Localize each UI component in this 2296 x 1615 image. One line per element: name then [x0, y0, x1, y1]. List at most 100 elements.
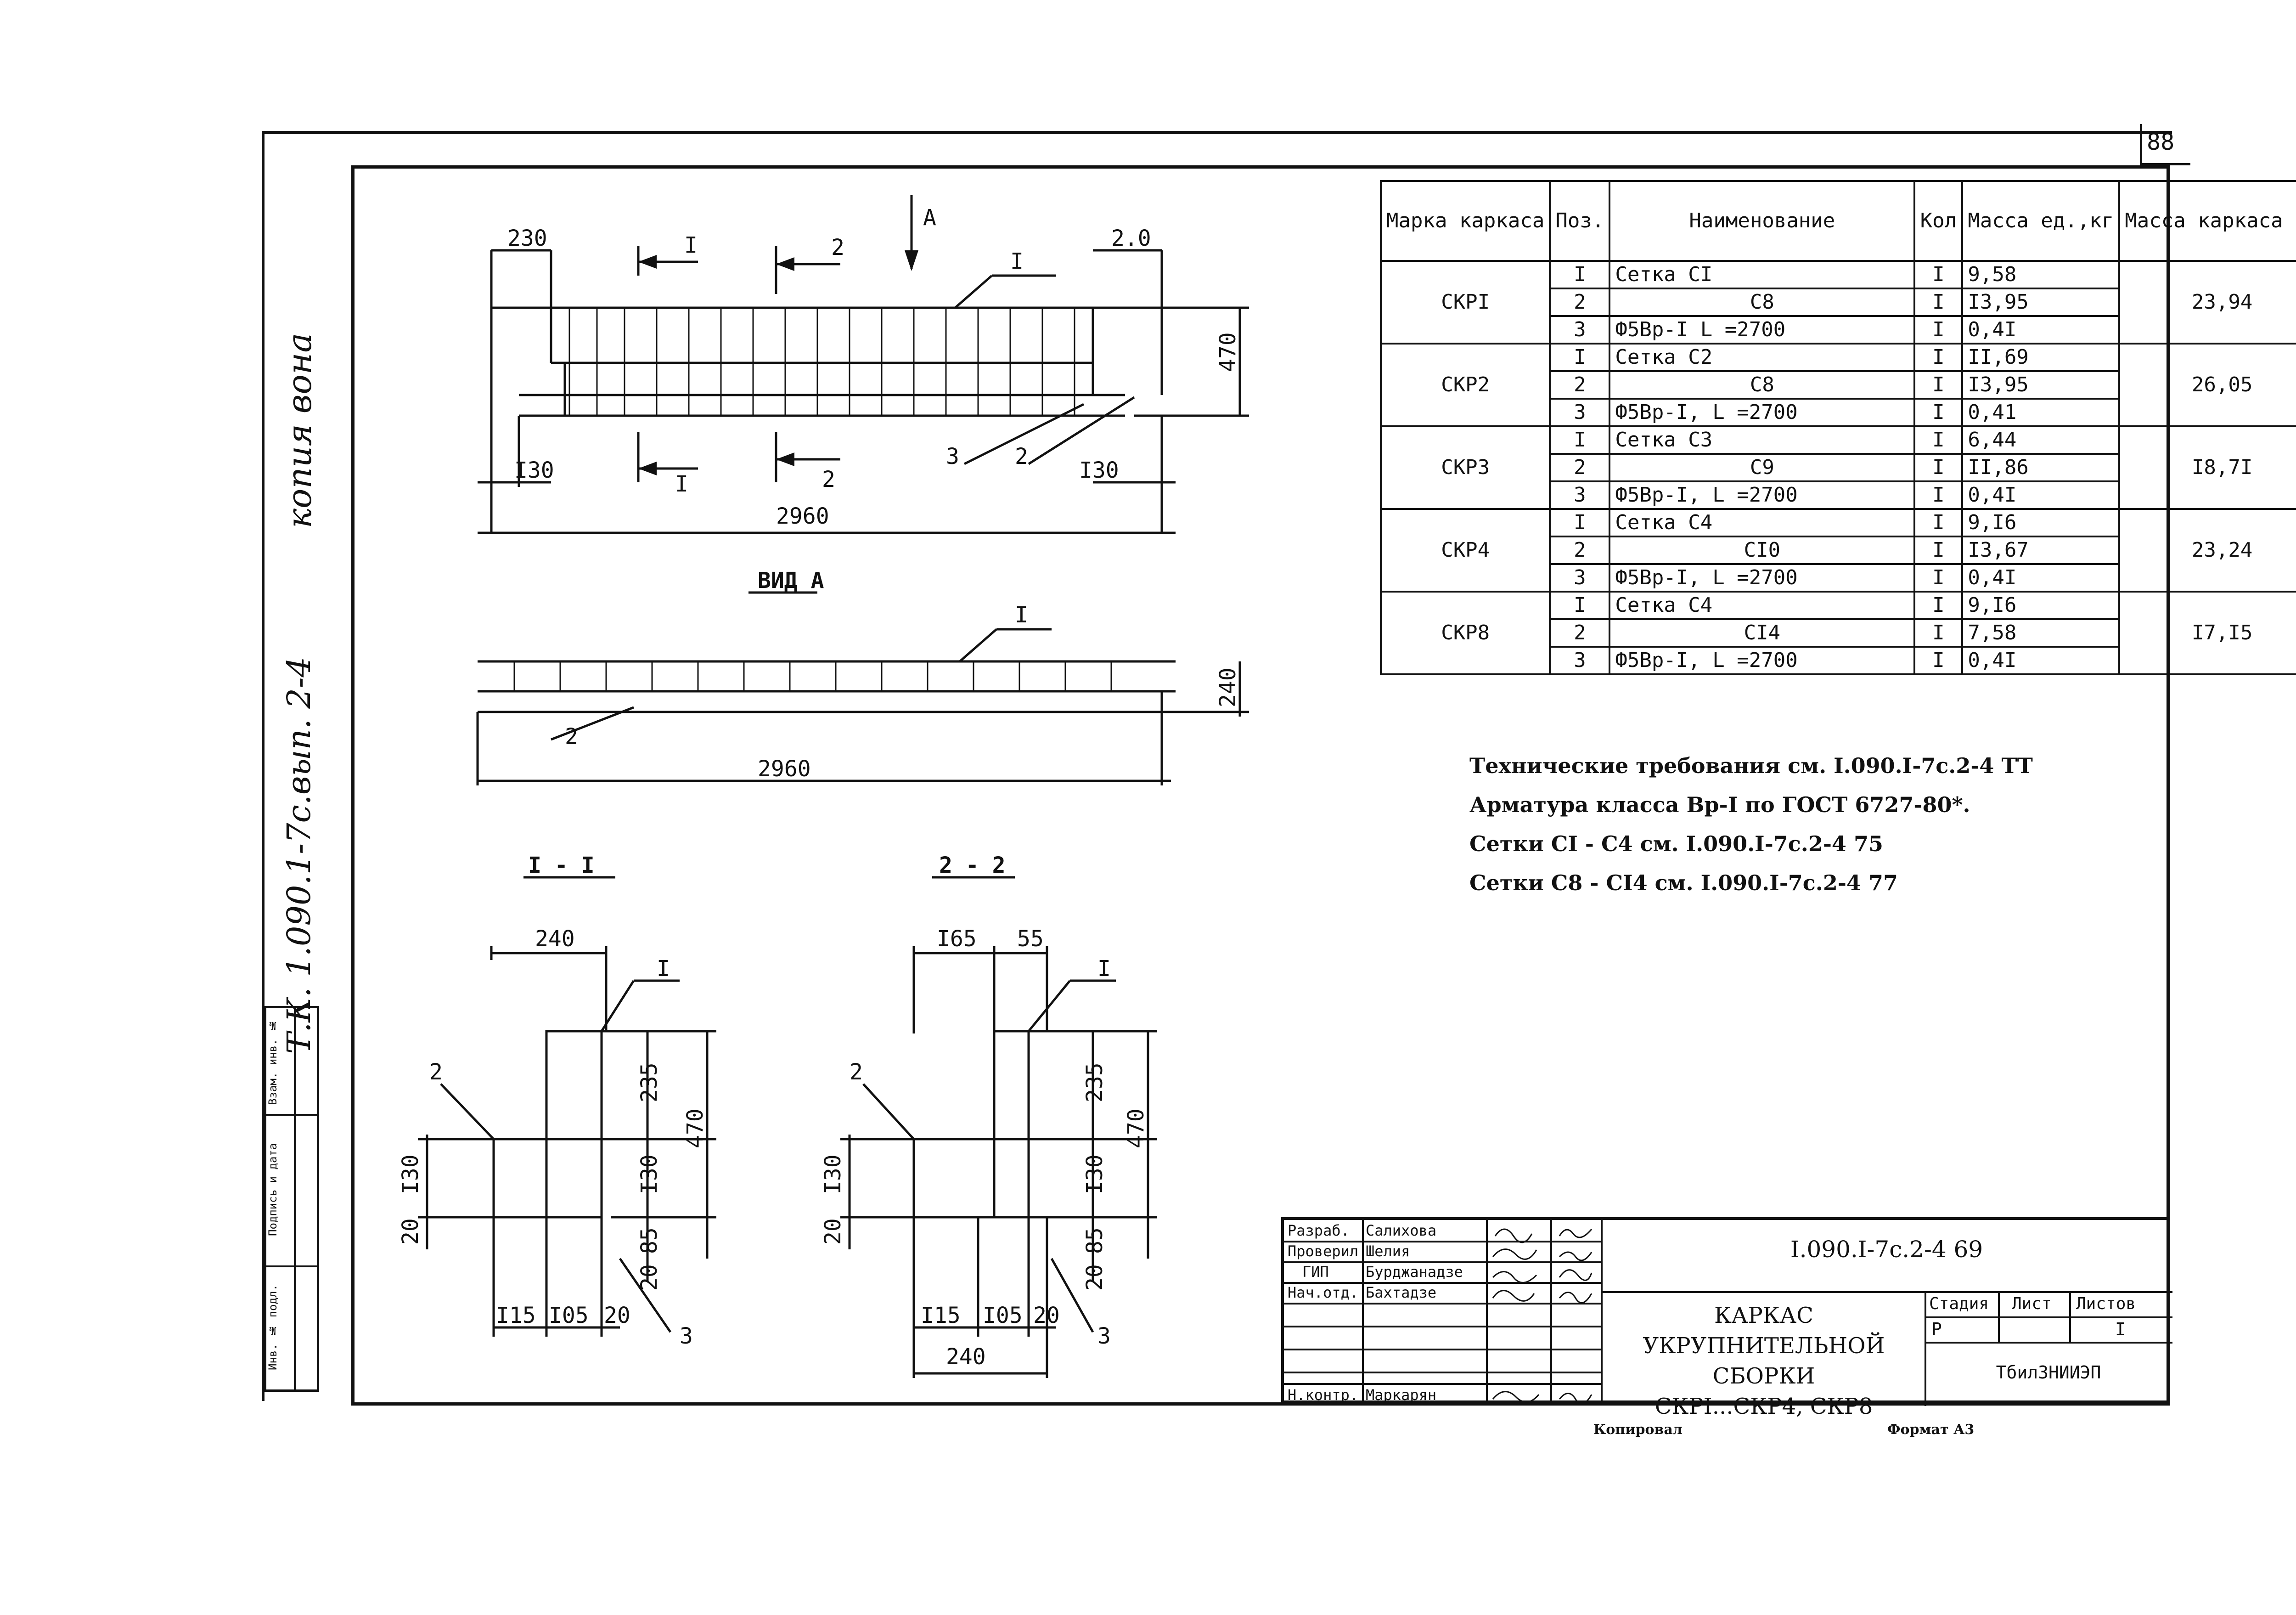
table-row: СКР2 I Сетка С2 I II,69 26,05	[1379, 343, 2296, 427]
row-name: C9	[1609, 453, 1916, 482]
row-qty: I	[1913, 260, 1964, 289]
cage-mark: СКР4	[1379, 508, 1551, 593]
s1-pos-2: 2	[429, 1059, 443, 1085]
row-qty: I	[1913, 315, 1964, 344]
role-norm-control: Н.контр.	[1288, 1386, 1359, 1404]
view-a	[476, 591, 1249, 785]
row-name: Сетка С4	[1609, 591, 1916, 620]
row-name: C8	[1609, 288, 1916, 317]
dim-front-length: 2960	[776, 503, 829, 529]
dim-s1-85: 85	[636, 1227, 662, 1254]
dim-s2-130-right: I30	[1082, 1154, 1108, 1194]
dim-s1-130-left: I30	[398, 1154, 423, 1194]
table-row: СКР4 I Сетка С4 I 9,I6 23,24	[1379, 508, 2296, 593]
row-pos: 2	[1549, 536, 1611, 565]
cage-total-mass: 23,94	[2118, 260, 2296, 344]
s1-pos-1: I	[657, 956, 670, 982]
row-mass: II,86	[1961, 453, 2121, 482]
name-norm-control: Маркарян	[1366, 1386, 1437, 1404]
cage-total-mass: I7,I5	[2118, 591, 2296, 675]
front-view-stirrups	[568, 308, 1075, 416]
role-department-head: Нач.отд.	[1288, 1284, 1359, 1301]
row-mass: 9,58	[1961, 260, 2121, 289]
cage-total-mass: 23,24	[2118, 508, 2296, 593]
stage-value: Р	[1931, 1319, 1942, 1339]
dim-s1-235: 235	[636, 1062, 662, 1102]
table-row: 3 Ф5Вр-I, L =2700 I 0,41	[1381, 398, 2296, 427]
stage-header: Стадия	[1929, 1294, 1989, 1313]
spec-table-header: Марка каркаса Поз. Наименование Кол Масс…	[1379, 180, 2296, 262]
page-number: 88	[2147, 129, 2175, 155]
view-a-pos-1: I	[1015, 602, 1028, 628]
dim-s1-width-top: 240	[535, 926, 575, 952]
row-qty: I	[1913, 370, 1964, 400]
table-row: СКР3 I Сетка С3 I 6,44 I8,7I	[1379, 425, 2296, 510]
signatures	[1492, 1228, 1593, 1405]
row-qty: I	[1913, 480, 1964, 510]
row-mass: I3,67	[1961, 536, 2121, 565]
col-header-unit-mass: Масса ед.,кг	[1961, 180, 2121, 262]
front-view	[478, 195, 1249, 534]
dim-s1-20-left: 20	[398, 1218, 423, 1245]
table-row: 2 CI4 I 7,58	[1381, 618, 2296, 648]
row-pos: I	[1549, 260, 1611, 289]
col-header-mark: Марка каркаса	[1379, 180, 1551, 262]
section-2	[840, 876, 1157, 1378]
s2-pos-1: I	[1097, 956, 1111, 982]
sheet-inner-frame	[351, 165, 2170, 1406]
row-pos: 3	[1549, 315, 1611, 344]
name-developer: Салихова	[1366, 1222, 1437, 1239]
row-name: CI0	[1609, 536, 1916, 565]
row-qty: I	[1913, 536, 1964, 565]
cut-2-bottom: 2	[822, 467, 835, 492]
cut-1-bottom: I	[675, 471, 688, 497]
note-technical-requirements: Технические требования см. I.090.I-7с.2-…	[1469, 753, 2033, 778]
row-pos: 3	[1549, 480, 1611, 510]
document-code: I.090.I-7с.2-4 69	[1790, 1236, 1983, 1263]
row-qty: I	[1913, 398, 1964, 427]
page-number-box	[2140, 124, 2190, 165]
view-a-pos-2: 2	[565, 724, 578, 750]
cage-mark: СКР8	[1379, 591, 1551, 675]
dim-s2-width-bottom: 240	[946, 1344, 986, 1370]
row-name: Сетка С3	[1609, 425, 1916, 455]
sheets-value: I	[2115, 1319, 2126, 1339]
dim-front-right-top: 2.0	[1111, 226, 1151, 251]
sheet-outer-frame	[262, 131, 2172, 1397]
drawing-title-line-2: УКРУПНИТЕЛЬНОЙ СБОРКИ	[1643, 1333, 1885, 1389]
cut-1-top: I	[684, 232, 698, 258]
cage-mark: СКР3	[1379, 425, 1551, 510]
front-pos-3: 3	[946, 444, 959, 469]
dim-s1-115: I15	[496, 1303, 536, 1328]
dim-s1-130-right: I30	[636, 1154, 662, 1194]
col-header-qty: Кол	[1913, 180, 1964, 262]
table-row: 3 Ф5Вр-I, L =2700 I 0,4I	[1381, 480, 2296, 510]
row-pos: I	[1549, 591, 1611, 620]
dim-s2-105: I05	[983, 1303, 1023, 1328]
sheets-header: Листов	[2076, 1294, 2136, 1313]
row-name: Ф5Вр-I, L =2700	[1609, 398, 1916, 427]
row-mass: II,69	[1961, 343, 2121, 372]
row-mass: 9,I6	[1961, 508, 2121, 537]
row-pos: 3	[1549, 398, 1611, 427]
col-header-total-mass: Масса каркаса кг	[2118, 180, 2296, 262]
col-header-pos: Поз.	[1549, 180, 1611, 262]
dim-s1-105: I05	[549, 1303, 589, 1328]
row-qty: I	[1913, 646, 1964, 675]
role-developer: Разраб.	[1288, 1222, 1350, 1239]
cage-mark: СКРI	[1379, 260, 1551, 344]
row-name: Сетка С2	[1609, 343, 1916, 372]
dim-s1-20-right: 20	[636, 1264, 662, 1291]
format-label: Формат А3	[1887, 1422, 1975, 1438]
row-pos: I	[1549, 425, 1611, 455]
approval-stamp-column: Инв. № подл. Подпись и дата Взам. инв. №	[264, 1006, 319, 1392]
sheet-binding-line	[262, 131, 264, 1401]
cage-total-mass: I8,7I	[2118, 425, 2296, 510]
dim-s1-470: 470	[682, 1108, 708, 1148]
s2-pos-3: 3	[1097, 1323, 1111, 1349]
row-mass: 9,I6	[1961, 591, 2121, 620]
front-pos-2: 2	[1015, 444, 1028, 469]
dim-view-length: 2960	[758, 756, 811, 782]
table-row: 2 C8 I I3,95	[1381, 370, 2296, 400]
